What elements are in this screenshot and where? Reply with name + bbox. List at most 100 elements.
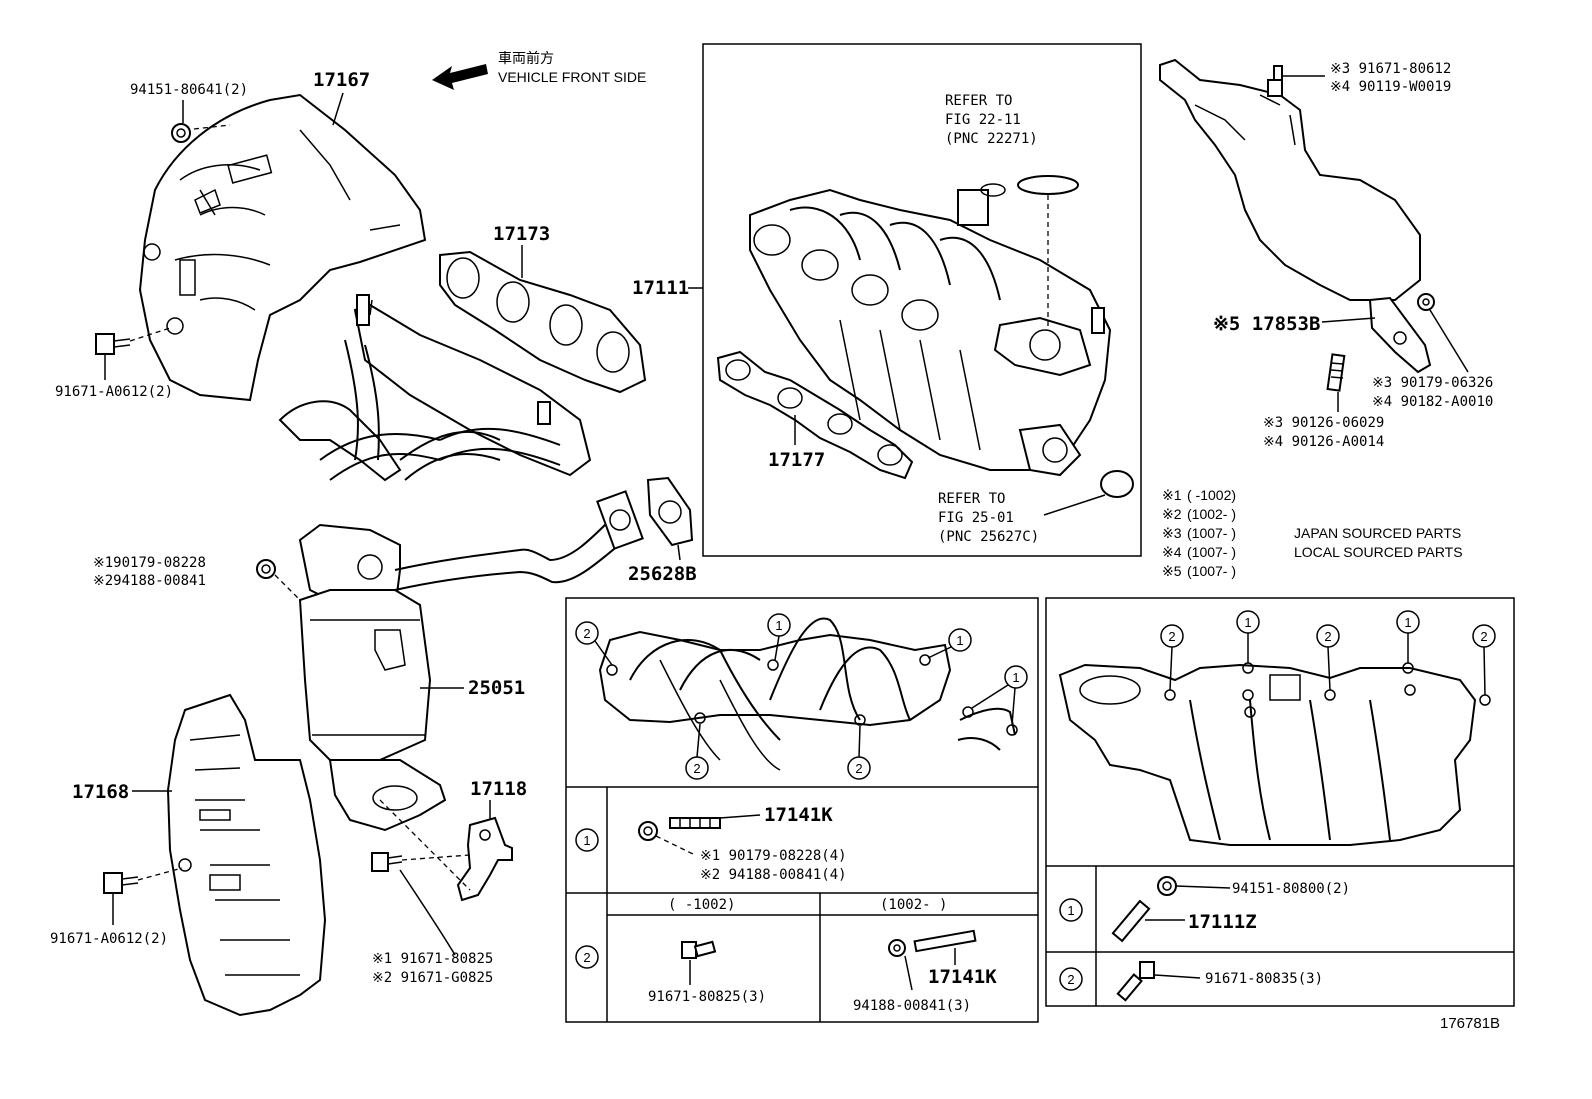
int-row2-marker: 2 [1059, 967, 1083, 991]
svg-text:2: 2 [583, 626, 590, 641]
svg-text:1: 1 [1244, 615, 1251, 630]
svg-text:1: 1 [1404, 615, 1411, 630]
intake-insulator-17853B-shape [1159, 58, 1432, 374]
callout-91671-A0612-upper: 91671-A0612(2) [55, 384, 173, 400]
exh-row2-b-stud: 17141K [928, 966, 997, 988]
callout-17173: 17173 [493, 223, 550, 245]
bolt-91671-80825-icon [371, 852, 403, 872]
intake-fastener-table [1045, 597, 1515, 1007]
callout-17177: 17177 [768, 449, 825, 471]
exh-row1-note2: ※2 94188-00841(4) [700, 867, 847, 883]
exh-callout-2c: 2 [847, 725, 871, 780]
callout-25051: 25051 [468, 677, 525, 699]
callout-mid-note4: ※4 90182-A0010 [1372, 394, 1493, 410]
stud-90126-06029-icon [1326, 353, 1346, 392]
svg-text:2: 2 [693, 761, 700, 776]
int-callout-2b: 2 [1316, 624, 1340, 691]
exh-callout-2b: 2 [685, 723, 709, 780]
nut-90179-06326-icon [1417, 293, 1435, 311]
callout-17167: 17167 [313, 69, 370, 91]
exh-row1-marker: 1 [575, 828, 599, 852]
callout-top-note3: ※3 91671-80612 [1330, 61, 1451, 77]
nut-row1-icon [638, 821, 658, 841]
exh-row1-stud: 17141K [764, 804, 833, 826]
note-2-mark: ※2 [1162, 506, 1182, 522]
notes-legend: ※1 ( -1002) ※2 (1002- ) ※3 (1007- ) JAPA… [1162, 487, 1463, 579]
note-3-mark: ※3 [1162, 525, 1182, 541]
bolt-91671-80825-row2-icon [681, 940, 717, 959]
exhaust-fastener-table [565, 597, 1039, 1023]
vehicle-front-arrow [432, 64, 488, 90]
intake-manifold-box [702, 43, 1142, 557]
gasket-17173-shape [439, 250, 647, 394]
bolt-91671-A0612-upper-icon [95, 333, 131, 355]
svg-text:2: 2 [583, 950, 590, 965]
note-3-range: (1007- ) [1187, 525, 1236, 541]
refer-bottom-line1: REFER TO [938, 491, 1005, 507]
int-row1-marker: 1 [1059, 898, 1083, 922]
int-callout-1a: 1 [1236, 610, 1260, 663]
callout-stud-note4: ※4 90126-A0014 [1263, 434, 1384, 450]
callout-17118: 17118 [470, 778, 527, 800]
callout-17111: 17111 [632, 277, 689, 299]
int-row1-stud: 17111Z [1188, 911, 1257, 933]
svg-text:2: 2 [1168, 629, 1175, 644]
nut-94151-80641-icon [171, 123, 191, 143]
exh-callout-1c: 1 [971, 665, 1028, 726]
refer-top-line1: REFER TO [945, 93, 1012, 109]
bolt-91671-80612-icon [1267, 65, 1283, 97]
heat-insulator-lower-shape [166, 693, 327, 1017]
callout-91671-A0612-lower: 91671-A0612(2) [50, 931, 168, 947]
exh-row2-marker: 2 [575, 945, 599, 969]
intake-manifold-shape [749, 183, 1112, 477]
exh-callout-2a: 2 [575, 621, 613, 666]
stud-17141K-icon [669, 817, 721, 829]
note-4-range: (1007- ) [1187, 544, 1236, 560]
callout-25628B: 25628B [628, 563, 697, 585]
bracket-17118-shape [456, 816, 513, 902]
int-callout-2c: 2 [1472, 624, 1496, 696]
callout-mid-note3: ※3 90179-06326 [1372, 375, 1493, 391]
int-row2-bolt: 91671-80835(3) [1205, 971, 1323, 987]
note-3-desc: JAPAN SOURCED PARTS [1294, 525, 1461, 541]
callout-17168: 17168 [72, 781, 129, 803]
bolt-91671-A0612-lower-icon [103, 872, 139, 894]
stud-17111Z-icon [1111, 899, 1151, 943]
note-5-range: (1007- ) [1187, 563, 1236, 579]
refer-top-line3: (PNC 22271) [945, 131, 1038, 147]
exh-callout-1a: 1 [767, 613, 791, 661]
exh-callout-1b: 1 [927, 628, 972, 659]
svg-text:2: 2 [1480, 629, 1487, 644]
front-label-jp: 車両前方 [498, 50, 554, 66]
exh-col-b-head: (1002- ) [880, 897, 947, 913]
exh-row2-b-nut: 94188-00841(3) [853, 998, 971, 1014]
o-ring-top-icon [1017, 175, 1079, 195]
svg-text:1: 1 [583, 833, 590, 848]
refer-bottom-line3: (PNC 25627C) [938, 529, 1039, 545]
int-callout-1b: 1 [1396, 610, 1420, 663]
svg-text:1: 1 [1067, 903, 1074, 918]
svg-text:2: 2 [1067, 972, 1074, 987]
front-label-en: VEHICLE FRONT SIDE [498, 69, 646, 85]
exh-row2-a: 91671-80825(3) [648, 989, 766, 1005]
callout-stud-note3: ※3 90126-06029 [1263, 415, 1384, 431]
note-4-desc: LOCAL SOURCED PARTS [1294, 544, 1463, 560]
refer-top-line2: FIG 22-11 [945, 112, 1021, 128]
gasket-25628B-shape [646, 476, 694, 547]
callout-94151-80641: 94151-80641(2) [130, 82, 248, 98]
stud-17141K-row2-icon [913, 929, 977, 953]
note-1-range: ( -1002) [1187, 487, 1236, 503]
exh-col-a-head: ( -1002) [668, 897, 735, 913]
heat-insulator-upper-shape [138, 93, 427, 402]
callout-note1-17118: ※1 91671-80825 [372, 951, 493, 967]
exhaust-manifold-shape [278, 294, 644, 832]
svg-text:2: 2 [855, 761, 862, 776]
gasket-17177-shape [716, 350, 914, 480]
svg-text:1: 1 [1012, 670, 1019, 685]
nut-94188-00841-row2-icon [888, 939, 906, 957]
int-row1-nut: 94151-80800(2) [1232, 881, 1350, 897]
refer-bottom-line2: FIG 25-01 [938, 510, 1014, 526]
svg-text:1: 1 [775, 618, 782, 633]
